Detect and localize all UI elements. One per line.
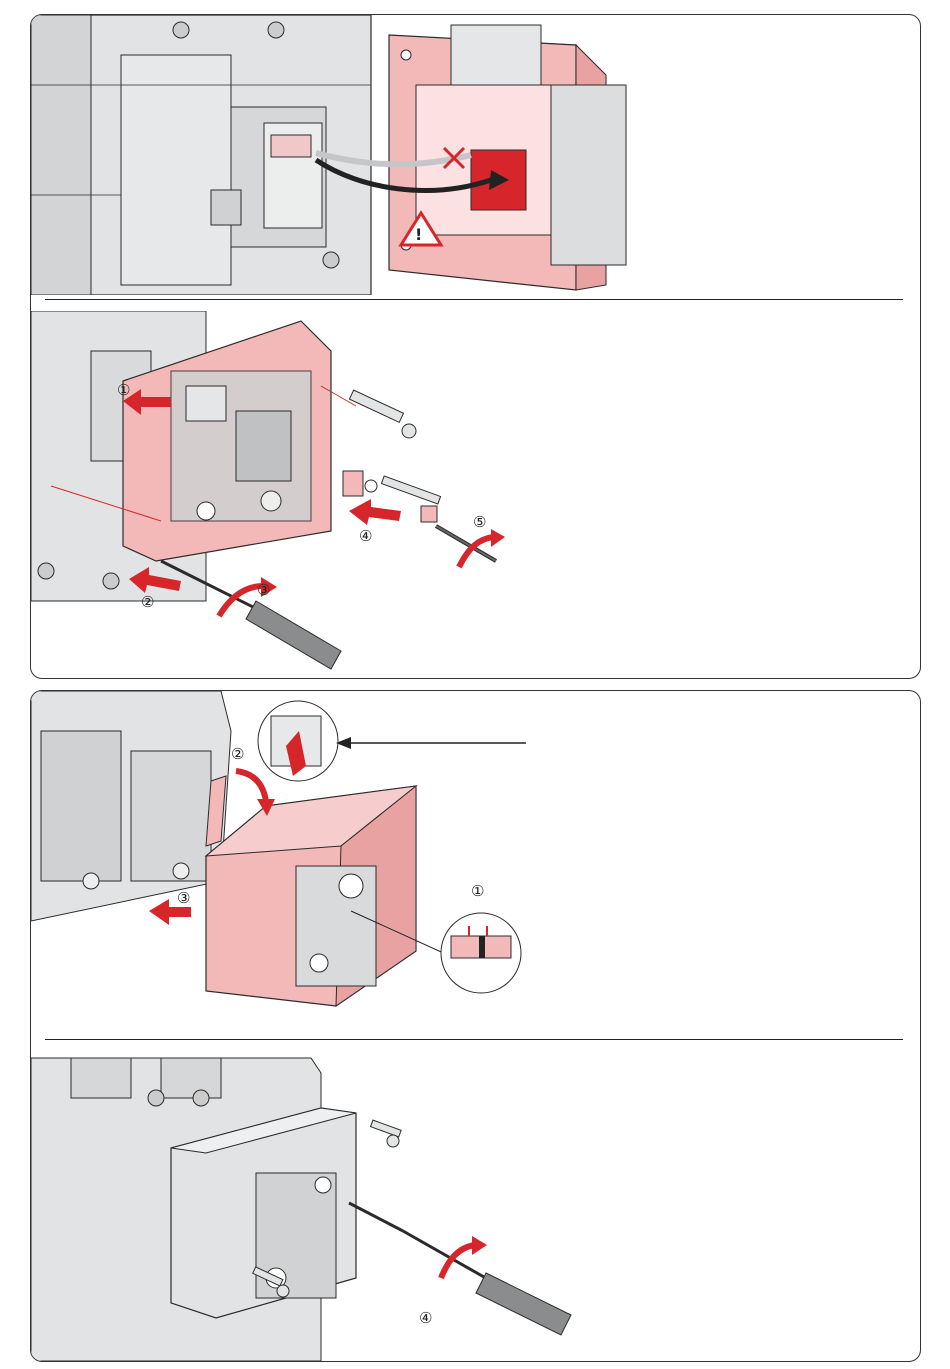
breaker-with-operator xyxy=(31,691,231,921)
divider-1 xyxy=(45,299,903,300)
rotation-arrow-icon xyxy=(236,771,266,801)
scene-mount-operator: ① ② ③ ④ ⑤ xyxy=(31,311,920,678)
motor-cover xyxy=(206,786,416,1006)
scene-b-drawing: ① ② ③ ④ ⑤ xyxy=(31,311,920,678)
scene-d-drawing: ④ xyxy=(31,1053,920,1361)
divider-2 xyxy=(45,1039,903,1040)
step-label-1: ① xyxy=(117,381,130,399)
step-label-3: ③ xyxy=(257,581,270,599)
step-label-4: ④ xyxy=(419,1309,432,1327)
svg-text:!: ! xyxy=(415,225,422,244)
step-label-2: ② xyxy=(141,593,154,611)
step-label-3: ③ xyxy=(177,889,190,907)
scene-remove-operator: ! xyxy=(31,15,920,295)
step-label-4: ④ xyxy=(359,527,372,545)
scene-a-drawing: ! xyxy=(31,15,920,295)
step-label-5: ⑤ xyxy=(473,513,486,531)
panel-removal: ! xyxy=(30,14,921,679)
step-label-2: ② xyxy=(231,745,244,763)
long-screw xyxy=(349,1203,403,1231)
step-label-1: ① xyxy=(471,882,484,900)
cover-screw-top xyxy=(371,1120,402,1147)
push-arrow-icon xyxy=(349,499,401,525)
zoom-detail-lever xyxy=(258,701,338,781)
scene-fit-cover: ② ③ ① xyxy=(31,691,920,1036)
motor-operator-part xyxy=(389,25,626,290)
panel-installation: ② ③ ① xyxy=(30,690,921,1362)
long-screw xyxy=(349,390,416,438)
scene-fasten-cover: ④ xyxy=(31,1053,920,1361)
scene-c-drawing: ② ③ ① xyxy=(31,691,920,1036)
